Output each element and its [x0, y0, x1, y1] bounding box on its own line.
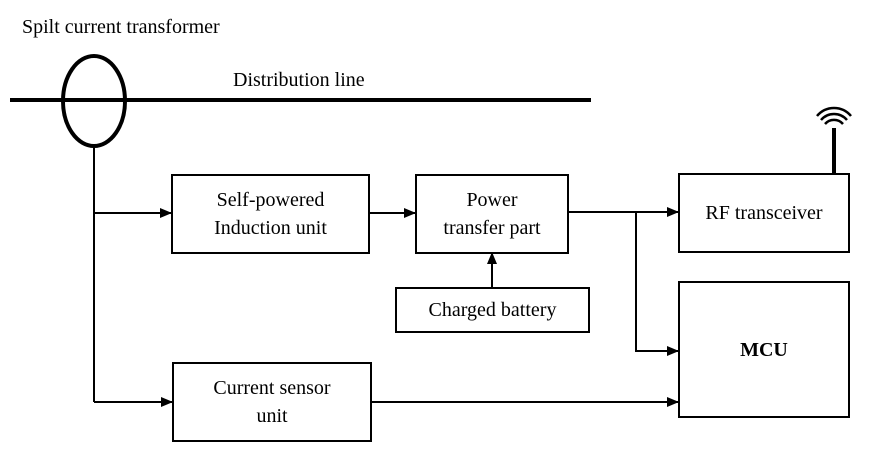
current-sensor-block: Current sensor unit [172, 362, 372, 442]
induction-unit-block: Self-powered Induction unit [171, 174, 370, 254]
power-transfer-line-1: Power [466, 189, 518, 211]
arrow-to-mcu-branch [635, 212, 679, 356]
mcu-block: MCU [678, 281, 850, 418]
antenna-icon [816, 106, 852, 174]
distribution-line-label: Distribution line [233, 69, 365, 91]
induction-line-2: Induction unit [214, 217, 327, 239]
power-transfer-line-2: transfer part [443, 217, 541, 239]
power-transfer-block: Power transfer part [415, 174, 569, 254]
charged-battery-block: Charged battery [395, 287, 590, 333]
transformer-label: Spilt current transformer [22, 16, 220, 38]
rf-label: RF transceiver [705, 202, 823, 224]
rf-transceiver-block: RF transceiver [678, 173, 850, 253]
battery-label: Charged battery [428, 299, 557, 321]
induction-line-1: Self-powered [216, 189, 325, 211]
mcu-label: MCU [740, 338, 788, 361]
sensor-line-2: unit [256, 405, 288, 427]
sensor-line-1: Current sensor [213, 377, 331, 399]
